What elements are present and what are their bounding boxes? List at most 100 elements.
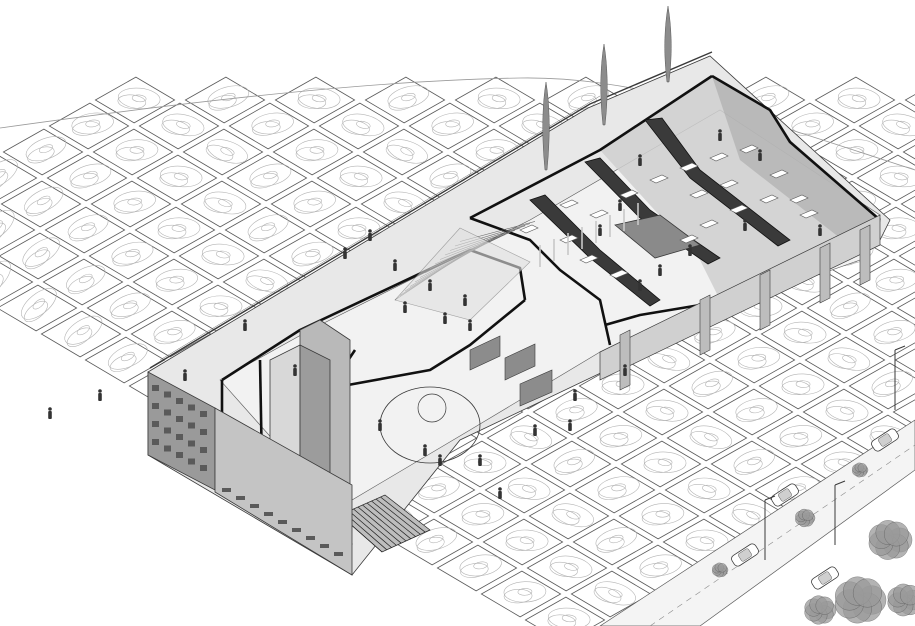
contour-line [747,456,762,466]
contour-line [593,586,622,604]
city-block [408,102,490,150]
table [759,194,779,204]
contour-line [874,329,903,345]
person-icon [743,219,747,231]
city-block [364,76,446,124]
city-block [44,206,126,254]
contour-line [157,224,187,240]
person-icon [568,419,572,431]
contour-line [109,292,151,317]
city-block [714,336,796,384]
contour-line [0,171,9,192]
city-block [0,209,36,251]
city-block [856,154,915,202]
contour-line [21,288,57,320]
city-block [576,414,658,462]
contour-line [295,139,339,161]
contour-line [305,249,320,258]
cypress-tree-icon [542,81,550,171]
window [188,458,195,465]
person-icon [98,389,102,401]
contour-line [702,484,717,493]
city-block [226,154,308,202]
person-icon [393,259,397,271]
city-block [272,128,354,176]
table [589,209,609,219]
person-icon [573,389,577,401]
contour-line [640,563,669,578]
window [164,445,171,452]
contour-line [23,300,48,323]
contour-line [401,92,416,102]
window [188,440,195,447]
window [188,422,195,429]
contour-line [885,378,900,388]
city-block [892,399,915,426]
contour-line [249,163,292,187]
window [152,385,159,391]
city-block [88,232,170,280]
city-block [90,180,172,228]
contour-line [39,144,53,154]
contour-line [159,165,203,188]
east-end-wall [599,214,881,381]
city-block [902,144,915,160]
contour-line [596,536,625,553]
contour-line [553,449,595,473]
person-icon [443,312,447,324]
contour-line [297,94,327,109]
contour-line [595,527,637,551]
contour-line [204,191,247,215]
contour-line [581,92,596,102]
city-block [812,128,894,176]
contour-line [416,536,445,553]
seating-step [353,508,397,546]
tree-icon [852,462,869,478]
contour-line [199,302,229,318]
city-block [852,258,915,306]
contour-line [477,94,507,109]
contour-line [731,509,760,526]
window [292,528,301,532]
columns [539,203,639,267]
contour-line [475,510,491,518]
contour-line [779,433,809,448]
street-lamp-icon [894,345,906,410]
person-icon [438,454,442,466]
contour-line [692,380,721,397]
contour-line [0,222,6,245]
contour-line [524,433,539,442]
contour-line [551,509,580,526]
contour-line [66,265,106,292]
contour-line [76,325,90,336]
buttresses [619,224,871,391]
contour-line [643,458,673,473]
contour-line [111,302,139,320]
contour-line [793,431,809,440]
contour-line [388,94,417,111]
contour-line [339,165,383,188]
contour-line [115,139,159,161]
facade-windows [152,385,343,556]
window [164,427,171,434]
contour-line [881,119,910,135]
window [250,504,259,508]
contour-line [24,186,64,214]
car-icon [811,566,839,590]
table [689,189,709,199]
contour-line [443,171,458,180]
person-icon [533,424,537,436]
central-platform [614,214,701,259]
contour-line [162,113,205,137]
car-icon [771,483,799,507]
contour-line [208,94,237,111]
contour-line [247,214,289,240]
contour-line [784,321,827,344]
contour-line [153,320,196,343]
contour-line [387,85,430,109]
contour-line [161,119,190,135]
contour-line [519,536,535,545]
contour-line [749,405,764,414]
